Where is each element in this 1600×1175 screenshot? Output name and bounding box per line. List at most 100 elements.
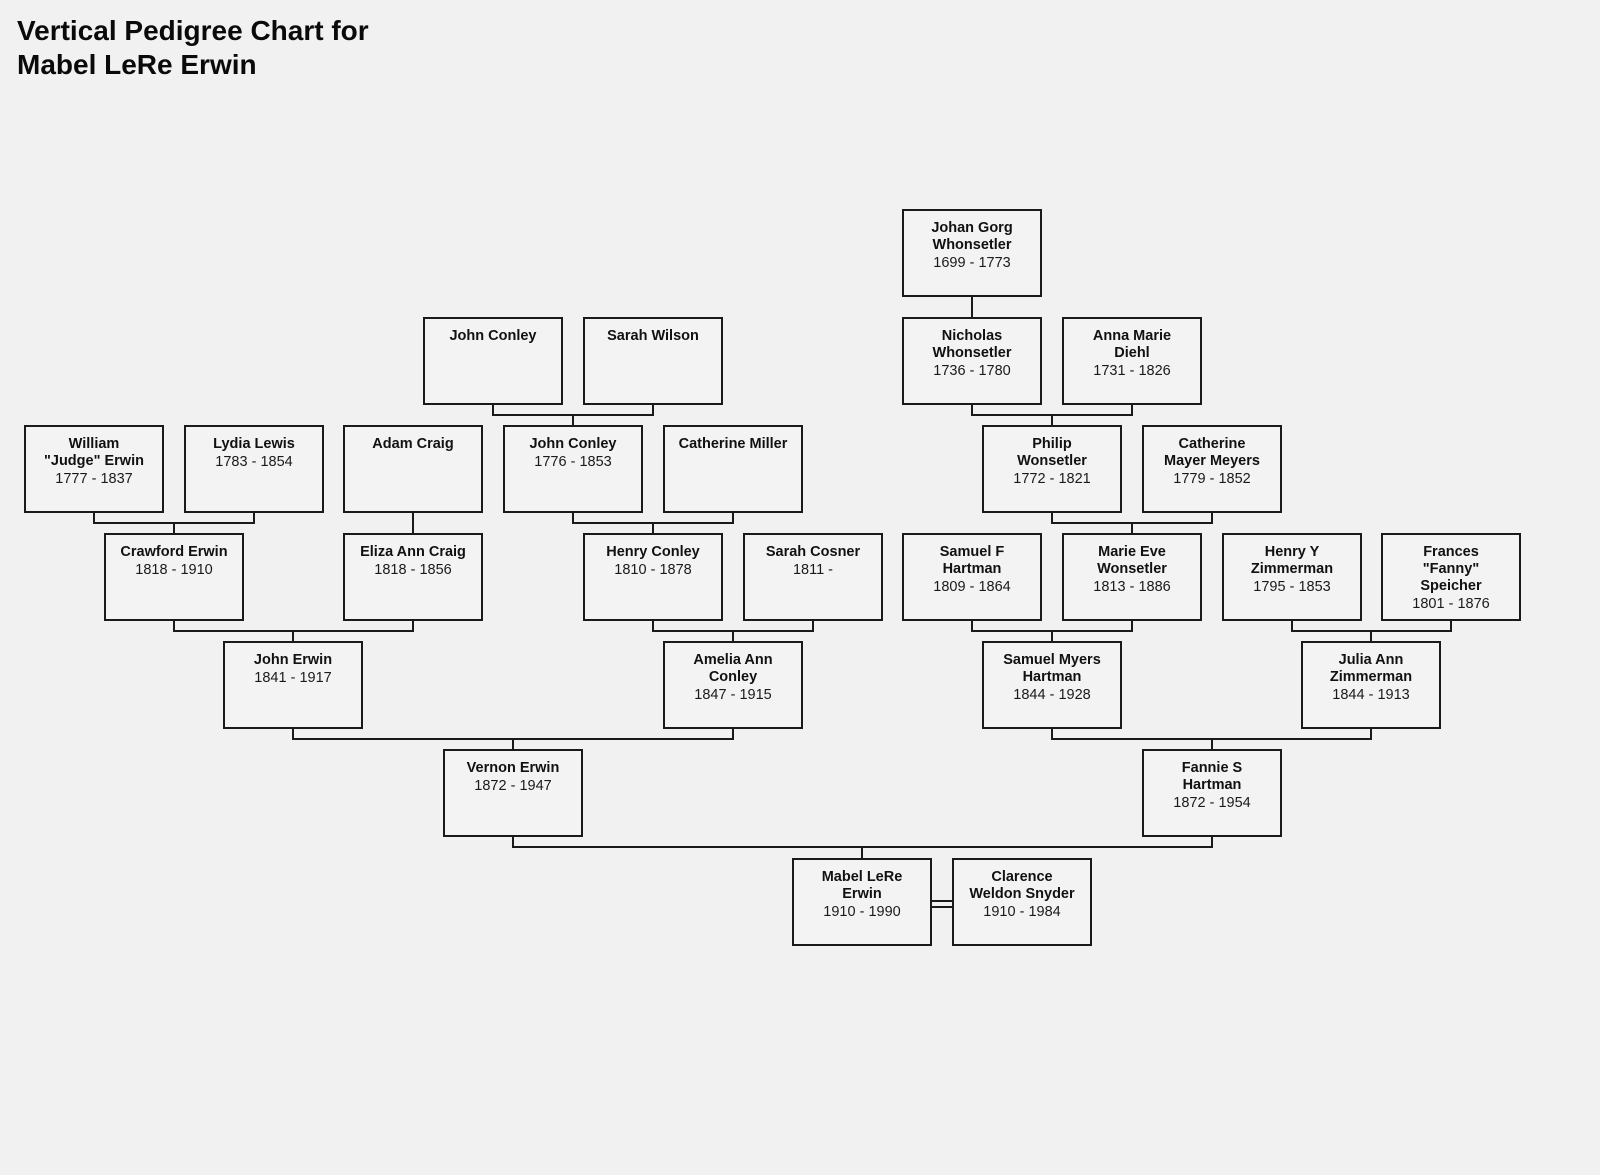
person-dates: 1910 - 1990 <box>823 904 901 920</box>
person-name: Sarah Wilson <box>607 328 699 344</box>
connector <box>971 297 973 318</box>
connector <box>1131 621 1133 632</box>
person-box-william-judge-erwin[interactable]: William "Judge" Erwin 1777 - 1837 <box>24 425 164 513</box>
person-box-sarah-cosner[interactable]: Sarah Cosner 1811 - <box>743 533 883 621</box>
person-box-nicholas-whonsetler[interactable]: Nicholas Whonsetler 1736 - 1780 <box>902 317 1042 405</box>
connector <box>812 621 814 632</box>
person-dates: 1699 - 1773 <box>933 255 1011 271</box>
connector <box>1291 621 1293 632</box>
person-name: Crawford Erwin <box>120 544 228 560</box>
person-box-samuel-f-hartman[interactable]: Samuel F Hartman 1809 - 1864 <box>902 533 1042 621</box>
person-box-catherine-miller[interactable]: Catherine Miller <box>663 425 803 513</box>
person-name: Mabel LeRe Erwin <box>821 869 903 902</box>
connector <box>412 621 414 632</box>
connector <box>93 513 95 524</box>
connector <box>1051 630 1053 642</box>
person-name: Anna Marie Diehl <box>1092 328 1172 361</box>
person-box-eliza-ann-craig[interactable]: Eliza Ann Craig 1818 - 1856 <box>343 533 483 621</box>
person-name: Nicholas Whonsetler <box>932 328 1012 361</box>
connector <box>1211 837 1213 848</box>
person-name: Vernon Erwin <box>466 760 560 776</box>
person-dates: 1818 - 1910 <box>135 562 213 578</box>
person-box-julia-ann-zimmerman[interactable]: Julia Ann Zimmerman 1844 - 1913 <box>1301 641 1441 729</box>
person-dates: 1844 - 1928 <box>1013 687 1091 703</box>
connector <box>971 621 973 632</box>
person-dates: 1841 - 1917 <box>254 670 332 686</box>
person-box-mabel-lere-erwin[interactable]: Mabel LeRe Erwin 1910 - 1990 <box>792 858 932 946</box>
connector <box>1211 513 1213 524</box>
connector <box>173 621 175 632</box>
person-name: Catherine Miller <box>678 436 788 452</box>
person-name: Sarah Cosner <box>765 544 861 560</box>
person-box-catherine-mayer-meyers[interactable]: Catherine Mayer Meyers 1779 - 1852 <box>1142 425 1282 513</box>
connector <box>861 846 863 859</box>
connector <box>1051 414 1053 426</box>
connector <box>292 729 294 740</box>
person-box-amelia-ann-conley[interactable]: Amelia Ann Conley 1847 - 1915 <box>663 641 803 729</box>
person-name: Eliza Ann Craig <box>360 544 466 560</box>
person-name: Samuel Myers Hartman <box>1003 652 1101 685</box>
person-dates: 1810 - 1878 <box>614 562 692 578</box>
connector <box>971 405 973 416</box>
person-box-philip-wonsetler[interactable]: Philip Wonsetler 1772 - 1821 <box>982 425 1122 513</box>
person-dates: 1772 - 1821 <box>1013 471 1091 487</box>
connector <box>1131 405 1133 416</box>
person-name: Lydia Lewis <box>213 436 295 452</box>
person-name: Johan Gorg Whonsetler <box>931 220 1013 253</box>
connector <box>1051 729 1053 740</box>
person-dates: 1809 - 1864 <box>933 579 1011 595</box>
connector <box>572 414 574 426</box>
connector <box>732 513 734 524</box>
connector <box>492 405 494 416</box>
connector <box>173 522 175 534</box>
connector <box>512 738 514 750</box>
marriage-connector <box>932 900 953 902</box>
person-dates: 1847 - 1915 <box>694 687 772 703</box>
person-name: John Conley <box>449 328 537 344</box>
person-box-john-erwin[interactable]: John Erwin 1841 - 1917 <box>223 641 363 729</box>
person-box-samuel-myers-hartman[interactable]: Samuel Myers Hartman 1844 - 1928 <box>982 641 1122 729</box>
person-box-crawford-erwin[interactable]: Crawford Erwin 1818 - 1910 <box>104 533 244 621</box>
person-box-henry-y-zimmerman[interactable]: Henry Y Zimmerman 1795 - 1853 <box>1222 533 1362 621</box>
person-dates: 1731 - 1826 <box>1093 363 1171 379</box>
person-dates: 1813 - 1886 <box>1093 579 1171 595</box>
person-name: Henry Y Zimmerman <box>1250 544 1334 577</box>
connector <box>1370 729 1372 740</box>
connector <box>652 405 654 416</box>
chart-title: Vertical Pedigree Chart for Mabel LeRe E… <box>17 14 369 82</box>
person-dates: 1783 - 1854 <box>215 454 293 470</box>
person-box-john-conley-sr[interactable]: John Conley <box>423 317 563 405</box>
person-box-vernon-erwin[interactable]: Vernon Erwin 1872 - 1947 <box>443 749 583 837</box>
person-box-johan-gorg-whonsetler[interactable]: Johan Gorg Whonsetler 1699 - 1773 <box>902 209 1042 297</box>
chart-title-line2: Mabel LeRe Erwin <box>17 49 257 80</box>
person-box-anna-marie-diehl[interactable]: Anna Marie Diehl 1731 - 1826 <box>1062 317 1202 405</box>
person-box-lydia-lewis[interactable]: Lydia Lewis 1783 - 1854 <box>184 425 324 513</box>
person-dates: 1736 - 1780 <box>933 363 1011 379</box>
person-box-henry-conley[interactable]: Henry Conley 1810 - 1878 <box>583 533 723 621</box>
person-dates: 1844 - 1913 <box>1332 687 1410 703</box>
connector <box>572 513 574 524</box>
person-name: Amelia Ann Conley <box>693 652 773 685</box>
person-box-frances-fanny-speicher[interactable]: Frances "Fanny" Speicher 1801 - 1876 <box>1381 533 1521 621</box>
connector <box>652 522 654 534</box>
person-dates: 1776 - 1853 <box>534 454 612 470</box>
person-name: Marie Eve Wonsetler <box>1097 544 1167 577</box>
person-dates: 1801 - 1876 <box>1412 596 1490 612</box>
connector <box>732 630 734 642</box>
person-name: John Erwin <box>253 652 333 668</box>
person-box-john-conley[interactable]: John Conley 1776 - 1853 <box>503 425 643 513</box>
person-box-sarah-wilson[interactable]: Sarah Wilson <box>583 317 723 405</box>
person-box-fannie-s-hartman[interactable]: Fannie S Hartman 1872 - 1954 <box>1142 749 1282 837</box>
person-dates: 1872 - 1954 <box>1173 795 1251 811</box>
person-name: Adam Craig <box>372 436 454 452</box>
person-box-marie-eve-wonsetler[interactable]: Marie Eve Wonsetler 1813 - 1886 <box>1062 533 1202 621</box>
connector <box>732 729 734 740</box>
person-dates: 1872 - 1947 <box>474 778 552 794</box>
connector <box>1211 738 1213 750</box>
person-dates: 1795 - 1853 <box>1253 579 1331 595</box>
person-name: Samuel F Hartman <box>939 544 1005 577</box>
person-box-adam-craig[interactable]: Adam Craig <box>343 425 483 513</box>
person-box-clarence-weldon-snyder[interactable]: Clarence Weldon Snyder 1910 - 1984 <box>952 858 1092 946</box>
person-name: Julia Ann Zimmerman <box>1329 652 1413 685</box>
connector <box>292 630 294 642</box>
